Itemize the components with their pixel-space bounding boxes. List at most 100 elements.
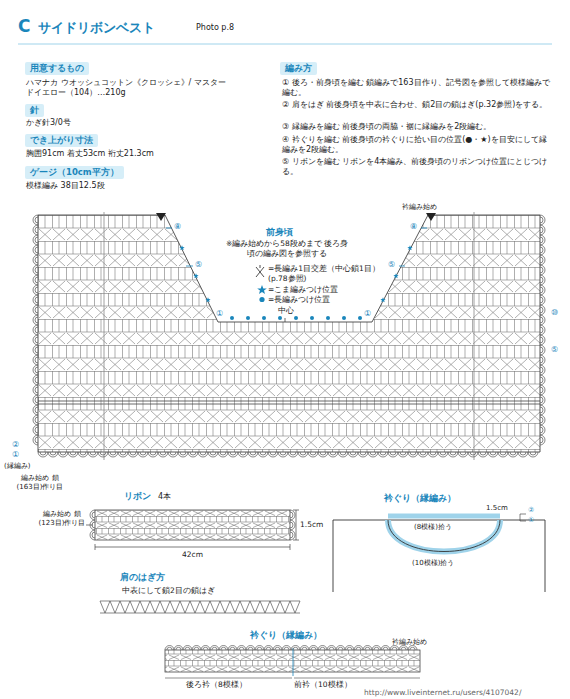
legend-symbols: [256, 265, 264, 277]
row-line: [38, 404, 540, 405]
sc-position: [179, 245, 184, 250]
star-symbol: [257, 285, 267, 294]
pickup-label: (8模様)拾う: [414, 523, 452, 532]
header-text: 針: [30, 105, 39, 115]
sc-position: [205, 297, 210, 302]
scallop-edge: [33, 215, 38, 445]
part-title: 肩のはぎ方: [120, 572, 165, 584]
legend-text: =長編み1目交差（中心鎖1目） (p.78参照): [268, 264, 380, 284]
ribbon-chart: [95, 510, 290, 540]
dc-position: [278, 316, 282, 320]
dc-position: [246, 316, 250, 320]
chart-note: ※編み始めから58段めまで 後ろ身頃の編み図を参照する: [222, 239, 352, 259]
count-label: 4本: [158, 492, 171, 502]
span-line: [165, 678, 420, 679]
header-text: でき上がり寸法: [30, 135, 93, 145]
sc-position: [193, 273, 198, 278]
side-line: [474, 212, 475, 460]
dimension-line: [293, 510, 299, 540]
callout-number: ①: [12, 450, 19, 460]
scallop-edge: [38, 452, 538, 457]
dimension-line: [95, 544, 290, 550]
section-header: 針: [25, 104, 44, 117]
side-line: [104, 212, 105, 460]
body-chart: [38, 215, 540, 452]
callout-arrow: [421, 228, 427, 229]
neck-edging: [388, 514, 500, 519]
section-header: でき上がり寸法: [25, 134, 98, 147]
dimension-label: 42cm: [182, 550, 203, 560]
legend-text: =長編みつけ位置: [268, 295, 330, 305]
header-text: 用意するもの: [30, 63, 84, 73]
scallop-edge: [540, 215, 545, 445]
scallop-edge: [165, 646, 417, 651]
header-text: 編み方: [285, 63, 312, 73]
start-label: 編み始め 鎖(123目)作り目: [38, 510, 86, 528]
edge-scallops: [33, 215, 545, 650]
start-marker: [156, 213, 166, 221]
pickup-label: (10模様)拾う: [412, 559, 454, 568]
start-label: 衿編み始め: [392, 638, 427, 647]
watermark: http://www.liveinternet.ru/users/4107042…: [364, 688, 521, 698]
start-label: 編み始め 鎖(163目)作り目: [14, 474, 66, 492]
callout-number: ①: [364, 309, 371, 319]
header-text: ゲージ（10cm平方）: [30, 167, 119, 177]
dot-symbol: [259, 297, 264, 302]
callout-number: ⑤: [195, 260, 202, 270]
divider-line: [293, 648, 294, 676]
dc-position: [326, 316, 330, 320]
callout-arrow: [186, 266, 193, 267]
section-letter: C: [18, 15, 30, 37]
step-text: ④ 衿ぐりを編む 前後身頃の衿ぐりに拾い目の位置(●・★)を目安にして縁編みを2…: [282, 135, 550, 156]
seam-note: 中表にして鎖2目の鎖はぎ: [122, 586, 215, 596]
part-title: 衿ぐり（縁編み）: [250, 630, 322, 642]
callout-number: ①: [216, 309, 223, 319]
callout-arrow: [166, 228, 172, 229]
callout-number: ⑧: [174, 222, 181, 232]
legend-text: =こま編みつけ位置: [268, 285, 338, 295]
dimension-label: 1.5cm: [486, 504, 508, 513]
size-text: 胸囲91cm 着丈53cm 裄丈21.3cm: [26, 149, 154, 159]
dc-position: [342, 316, 346, 320]
dc-position: [358, 316, 362, 320]
dc-position: [310, 316, 314, 320]
step-text: ① 後ろ・前身頃を編む 鎖編みで163目作り、記号図を参照して模様編みで編む。: [282, 78, 550, 99]
header-rule: [18, 44, 552, 45]
row-bracket: [520, 514, 526, 521]
span-label: 後ろ衿（8模様）: [186, 680, 247, 690]
callout-arrows: [166, 228, 427, 266]
callout-number: ⑧: [410, 222, 417, 232]
sc-position: [380, 297, 385, 302]
step-text: ② 肩をはぎ 前後身頃を中表に合わせ、鎖2目の鎖はぎ(p.32参照)をする。: [282, 100, 550, 110]
collar-chart: [165, 650, 420, 672]
row-line: [38, 401, 540, 402]
part-title: リボン: [124, 491, 151, 503]
callout-number: ①: [528, 516, 534, 525]
part-title: 衿ぐり（縁編み）: [384, 493, 456, 505]
dimension-label: 1.5cm: [300, 520, 323, 530]
scallop-edge: [290, 510, 295, 540]
step-text: ③ 縁編みを編む 前後身頃の両脇・裾に縁編みを2段編む。: [282, 122, 550, 132]
callout-number: ②: [528, 506, 534, 515]
span-label: 前衿（10模様）: [294, 680, 352, 690]
gauge-text: 模様編み 38目12.5段: [26, 181, 105, 191]
sc-position: [393, 273, 398, 278]
section-header: 用意するもの: [25, 62, 89, 75]
dc-position: [230, 316, 234, 320]
section-header: ゲージ（10cm平方）: [25, 166, 124, 179]
neck-curve: [388, 520, 500, 552]
chart-title: 前身頃: [266, 227, 293, 239]
dc-position: [262, 316, 266, 320]
center-mark: [285, 318, 286, 322]
sc-position: [407, 245, 412, 250]
dc-position: [294, 316, 298, 320]
center-label: 中心: [278, 306, 294, 316]
material-text: ハマナカ ウオッシュコットン《クロッシェ》/ マスタードイエロー（104）…21…: [26, 78, 231, 99]
callout-number: ⑩: [551, 308, 558, 318]
callout-number: ⑤: [551, 345, 558, 355]
callout-number: ②: [12, 440, 19, 450]
callout-number: ⑤: [388, 260, 395, 270]
neck-edging: [388, 520, 500, 552]
page-title: サイドリボンベスト: [38, 19, 155, 37]
